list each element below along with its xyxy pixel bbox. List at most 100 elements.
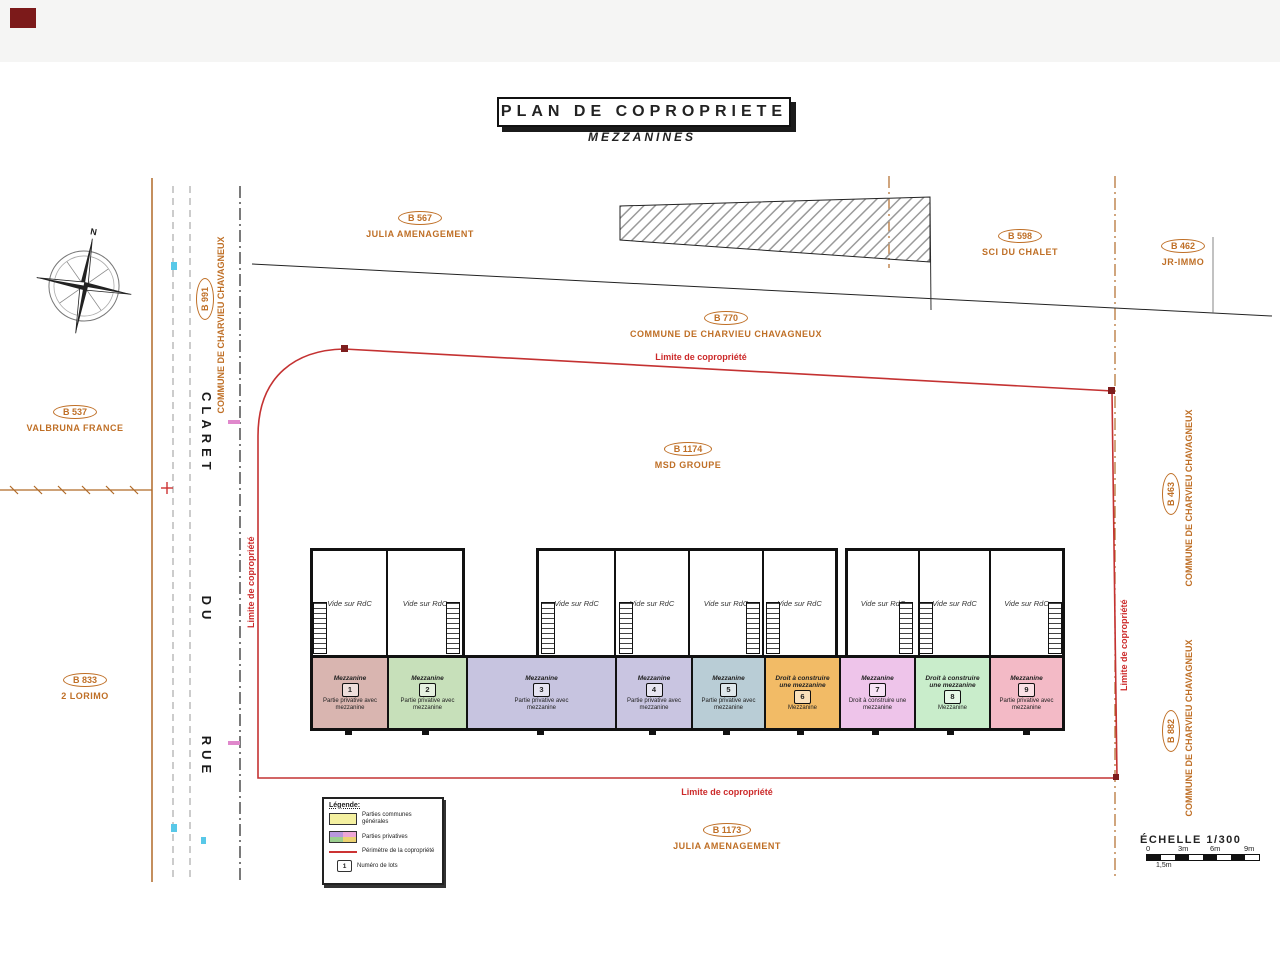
scale-tick: 9m: [1244, 844, 1255, 853]
parcel-owner: VALBRUNA FRANCE: [26, 423, 124, 433]
legend-item-lot: 1 Numéro de lots: [329, 860, 437, 872]
limite-label-east: Limite de copropriété: [1119, 599, 1129, 691]
unit-mezzanine-5: Mezzanine 5 Partie privative avec mezzan…: [693, 658, 766, 728]
parcel-owner: COMMUNE DE CHARVIEU CHAVAGNEUX: [629, 329, 822, 339]
compass-rose: N: [36, 226, 132, 334]
unit-mezzanine-8: Droit à construire une mezzanine 8 Mezza…: [916, 658, 991, 728]
void-cell: Vide sur RdC: [402, 598, 448, 608]
hatched-building: [619, 196, 931, 263]
scale-subtick: 1,5m: [1156, 862, 1172, 869]
stairs: [919, 602, 933, 654]
door-tick: [797, 728, 804, 735]
street-name-rue: RUE: [199, 735, 214, 779]
lot-number-box: 2: [419, 682, 436, 697]
parcel-id-badge: B 1174: [663, 442, 713, 456]
lot-number-box: 7: [869, 682, 886, 697]
void-cell: Vide sur RdC: [920, 551, 991, 655]
compass-north-label: N: [89, 226, 97, 237]
parcel-id-badge: B 567: [397, 211, 443, 225]
scan-top-band: [0, 0, 1280, 62]
void-cell: Vide sur RdC: [777, 598, 822, 608]
parcel-label-b462: B 462 JR-IMMO: [1073, 236, 1280, 267]
parcel-id-badge: B 1173: [702, 823, 752, 837]
parcel-id-badge: B 833: [62, 673, 108, 687]
scale-title: ÉCHELLE 1/300: [1140, 834, 1242, 846]
stairs: [746, 602, 760, 654]
unit-mezzanine-4: Mezzanine 4 Partie privative avec mezzan…: [617, 658, 693, 728]
boundary-corner-marker: [1113, 774, 1119, 780]
door-tick: [422, 728, 429, 735]
north-boundary-line: [251, 263, 1273, 317]
plan-title: PLAN DE COPROPRIETE: [497, 97, 791, 127]
door-tick: [723, 728, 730, 735]
parcel-label-b537: B 537 VALBRUNA FRANCE: [0, 402, 185, 433]
building-upper-block-a: Vide sur RdC Vide sur RdC: [310, 548, 465, 655]
stairs: [1048, 602, 1062, 654]
legend: Légende: Parties communes générales Part…: [322, 797, 444, 885]
door-tick: [872, 728, 879, 735]
parcel-owner-b882: COMMUNE DE CHARVIEU CHAVAGNEUX: [1184, 639, 1194, 817]
parcel-id-b463: B 463: [1162, 469, 1180, 519]
unit-mezzanine-6: Droit à construire une mezzanine 6 Mezza…: [766, 658, 841, 728]
void-cell: Vide sur RdC: [539, 551, 616, 655]
scale-tick: 0: [1146, 844, 1151, 853]
unit-mezzanine-2: Mezzanine 2 Partie privative avec mezzan…: [389, 658, 468, 728]
utility-marker: [171, 262, 177, 270]
utility-marker: [228, 420, 240, 424]
parcel-label-b833: B 833 2 LORIMO: [0, 670, 195, 701]
utility-marker: [201, 837, 206, 844]
stairs: [446, 602, 460, 654]
void-cell: Vide sur RdC: [616, 551, 690, 655]
parcel-owner: JR-IMMO: [1161, 257, 1205, 267]
scale-tick: 6m: [1210, 844, 1221, 853]
door-tick: [649, 728, 656, 735]
parcel-label-b567: B 567 JULIA AMENAGEMENT: [310, 208, 530, 239]
building-upper-block-b: Vide sur RdC Vide sur RdC Vide sur RdC V…: [536, 548, 838, 655]
survey-cross-marker: [161, 482, 173, 494]
parcel-id-b882: B 882: [1162, 706, 1180, 756]
copropriete-boundary: [257, 348, 1118, 779]
parcel-owner: JULIA AMENAGEMENT: [673, 841, 781, 851]
utility-marker: [228, 741, 240, 745]
parcel-label-b598: B 598 SCI DU CHALET: [910, 226, 1130, 257]
street-name-du: DU: [199, 595, 214, 625]
void-cell: Vide sur RdC: [313, 551, 388, 655]
unit-mezzanine-7: Mezzanine 7 Droit à construire une mezza…: [841, 658, 916, 728]
building-mezzanine-strip: Mezzanine 1 Partie privative avec mezzan…: [310, 655, 1065, 731]
parcel-owner: SCI DU CHALET: [982, 247, 1058, 257]
parcel-id-b991: B 991: [196, 274, 214, 324]
legend-swatch-yellow: [329, 813, 357, 825]
lot-number-box: 4: [645, 682, 663, 697]
unit-mezzanine-3: Mezzanine 3 Partie privative avec mezzan…: [468, 658, 617, 728]
parcel-owner-b463: COMMUNE DE CHARVIEU CHAVAGNEUX: [1184, 409, 1194, 587]
door-tick: [1023, 728, 1030, 735]
legend-item-perimetre: Périmètre de la copropriété: [329, 848, 437, 855]
lot-number-box: 3: [533, 682, 550, 697]
parcel-id-badge: B 598: [997, 229, 1043, 243]
plan-subtitle: MEZZANINES: [588, 130, 696, 144]
lot-number-box: 1: [341, 682, 359, 697]
parcel-label-b1174: B 1174 MSD GROUPE: [578, 439, 798, 470]
legend-red-line: [329, 850, 357, 853]
unit-mezzanine-1: Mezzanine 1 Partie privative avec mezzan…: [313, 658, 389, 728]
lot-number-box: 9: [1018, 682, 1035, 697]
unit-mezzanine-9: Mezzanine 9 Partie privative avec mezzan…: [991, 658, 1062, 728]
void-cell: Vide sur RdC: [1004, 598, 1049, 608]
boundary-corner-marker: [1108, 387, 1115, 394]
legend-item-privatives: Parties privatives: [329, 831, 437, 843]
parcel-owner: 2 LORIMO: [61, 691, 109, 701]
legend-swatch-multi: [329, 831, 357, 843]
parcel-owner: MSD GROUPE: [654, 460, 722, 470]
parcel-id-badge: B 537: [52, 405, 98, 419]
parcel-label-b770: B 770 COMMUNE DE CHARVIEU CHAVAGNEUX: [616, 308, 836, 339]
void-cell: Vide sur RdC: [690, 551, 764, 655]
parcel-id-badge: B 770: [703, 311, 749, 325]
parcel-owner-b991: COMMUNE DE CHARVIEU CHAVAGNEUX: [216, 236, 226, 414]
limite-label-west: Limite de copropriété: [246, 536, 256, 628]
limite-label-north: Limite de copropriété: [655, 352, 747, 362]
door-tick: [947, 728, 954, 735]
legend-title: Légende:: [329, 802, 361, 809]
legend-item-communes: Parties communes générales: [329, 812, 437, 826]
door-tick: [537, 728, 544, 735]
